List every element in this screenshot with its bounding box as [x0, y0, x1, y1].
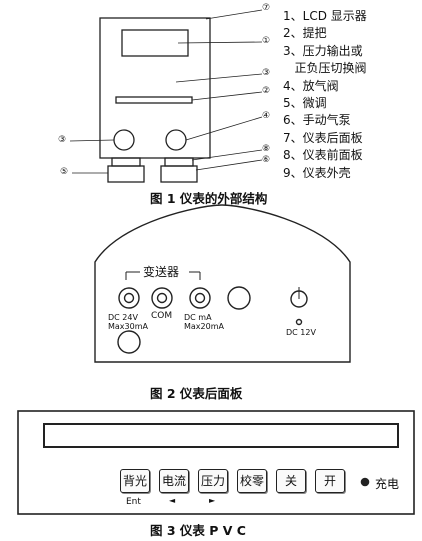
- jack-24v: [118, 287, 140, 309]
- backlight-key: 背光: [120, 469, 150, 493]
- rear-panel-outline: [94, 204, 351, 363]
- legend-item: 正负压切换阀: [283, 61, 367, 76]
- bleed-valve-knob: [113, 129, 135, 151]
- display-window: [43, 423, 399, 448]
- legend-item: 6、手动气泵: [283, 113, 351, 128]
- figure-2: [94, 204, 351, 363]
- callout-7: ⑦: [262, 3, 271, 13]
- pressure-key: 压力: [198, 469, 228, 493]
- callout-6: ⑥: [262, 155, 271, 165]
- figure-1: [69, 9, 263, 183]
- handle: [115, 96, 193, 104]
- figure-2-caption: 图 2 仪表后面板: [150, 386, 243, 401]
- pump-base-left: [107, 165, 145, 183]
- fine-adjust-knob: [165, 129, 187, 151]
- figure-1-legend: 1、LCD 显示器 2、提把 3、压力输出或 正负压切换阀 4、放气阀 5、微调…: [283, 8, 367, 182]
- dc-jack: [295, 318, 303, 326]
- jack-com: [151, 287, 173, 309]
- instrument-housing: [99, 17, 211, 159]
- charge-label: 充电: [375, 477, 400, 491]
- leader-lines: [69, 9, 263, 174]
- callout-5: ⑤: [60, 167, 69, 177]
- power-socket: [117, 330, 141, 354]
- jack-ma-label: DC mA Max20mA: [184, 313, 224, 331]
- pump-base-right: [160, 165, 198, 183]
- ent-label: Ent: [126, 497, 141, 507]
- callout-2: ②: [262, 86, 271, 96]
- legend-item: 4、放气阀: [283, 78, 339, 93]
- figure-3-caption: 图 3 仪表 P V C: [150, 523, 246, 538]
- callout-3-left: ③: [58, 135, 67, 145]
- callout-3: ③: [262, 68, 271, 78]
- legend-item: 5、微调: [283, 96, 327, 111]
- legend-item: 1、LCD 显示器: [283, 9, 367, 23]
- pump-block-left: [111, 157, 141, 167]
- com-label: COM: [151, 311, 173, 321]
- zero-key: 校零: [237, 469, 267, 493]
- connector-round: [227, 286, 251, 310]
- jack-ma: [189, 287, 211, 309]
- dc-12v-label: DC 12V: [286, 328, 316, 337]
- figure-3: [17, 410, 415, 515]
- legend-item: 7、仪表后面板: [283, 130, 363, 145]
- pump-block-right: [164, 157, 194, 167]
- legend-item: 8、仪表前面板: [283, 148, 363, 163]
- off-key: 关: [276, 469, 306, 493]
- jack-24v-label: DC 24V Max30mA: [108, 313, 148, 331]
- callout-4: ④: [262, 111, 271, 121]
- figure-1-caption: 图 1 仪表的外部结构: [150, 191, 268, 206]
- on-key: 开: [315, 469, 345, 493]
- legend-item: 2、提把: [283, 26, 327, 41]
- legend-item: 3、压力输出或: [283, 43, 363, 58]
- callout-1: ①: [262, 36, 271, 46]
- legend-item: 9、仪表外壳: [283, 165, 351, 180]
- charge-indicator-icon: [360, 477, 370, 487]
- left-arrow-icon: ◄: [169, 496, 176, 505]
- current-key: 电流: [159, 469, 189, 493]
- right-arrow-icon: ►: [209, 496, 216, 505]
- transmitter-label: 变送器: [143, 265, 180, 279]
- callout-8: ⑧: [262, 144, 271, 154]
- front-panel-outline: [17, 410, 415, 515]
